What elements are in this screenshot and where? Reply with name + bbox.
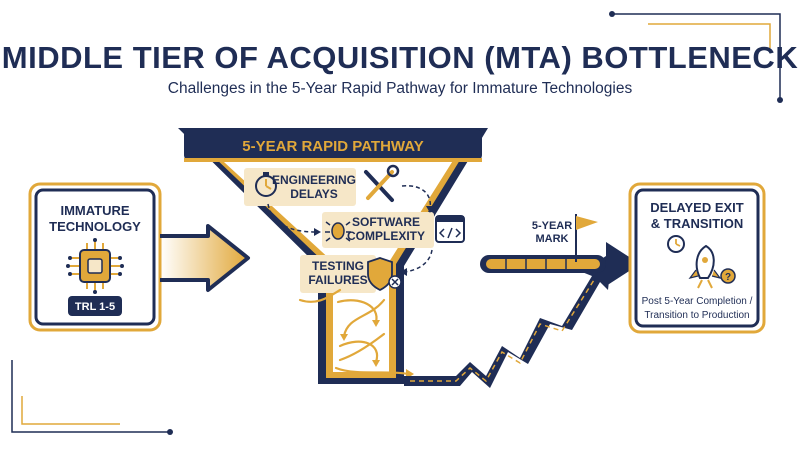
- tools-icon: [364, 164, 400, 202]
- timeline-bar: [480, 242, 640, 286]
- output-caption-line2: Transition to Production: [644, 310, 749, 321]
- clock-icon: [667, 235, 685, 253]
- challenge-engineering-delays: ENGINEERING DELAYS: [244, 164, 400, 206]
- stopwatch-icon: [255, 172, 277, 197]
- output-caption-line1: Post 5-Year Completion /: [642, 296, 753, 307]
- delayed-exit-box: DELAYED EXIT & TRANSITION ? Post 5-Year …: [628, 182, 766, 334]
- corner-decoration-top-right: [609, 11, 783, 103]
- chip-icon: [66, 238, 124, 294]
- challenge-2-line1: SOFTWARE: [352, 215, 420, 229]
- challenge-1-line1: ENGINEERING: [272, 173, 356, 187]
- shield-fail-icon: [367, 257, 402, 292]
- challenge-software-complexity: SOFTWARE COMPLEXITY: [322, 212, 465, 248]
- challenge-3-line2: FAILURES: [308, 273, 367, 287]
- page-subtitle: Challenges in the 5-Year Rapid Pathway f…: [167, 80, 633, 97]
- trl-badge-label: TRL 1-5: [75, 301, 115, 313]
- input-arrow: [160, 224, 250, 292]
- code-window-icon: [435, 215, 465, 243]
- five-year-mark: 5-YEAR MARK: [532, 214, 598, 262]
- milestone-line2: MARK: [536, 233, 569, 245]
- question-icon: ?: [720, 268, 736, 284]
- input-title-line2: TECHNOLOGY: [49, 219, 141, 234]
- flag-icon: [575, 214, 598, 262]
- pathway-banner-label: 5-YEAR RAPID PATHWAY: [242, 138, 423, 155]
- output-title-line1: DELAYED EXIT: [650, 200, 743, 215]
- output-arrow: [404, 252, 612, 388]
- flow-arrows: [267, 185, 433, 273]
- output-title-line2: & TRANSITION: [651, 216, 743, 231]
- immature-technology-box: IMMATURE TECHNOLOGY TRL 1-5: [28, 182, 162, 332]
- input-title-line1: IMMATURE: [60, 203, 129, 218]
- challenge-1-line2: DELAYS: [290, 187, 338, 201]
- challenge-3-line1: TESTING: [312, 259, 364, 273]
- milestone-line1: 5-YEAR: [532, 220, 572, 232]
- svg-text:?: ?: [725, 272, 731, 283]
- trl-badge: [68, 296, 122, 316]
- corner-decoration-bottom-left: [11, 360, 173, 435]
- challenge-testing-failures: TESTING FAILURES: [300, 255, 402, 293]
- congestion-swirl: [298, 288, 410, 376]
- pathway-banner: 5-YEAR RAPID PATHWAY: [184, 129, 482, 162]
- flow-arrowheads: [314, 206, 434, 276]
- page-title: MIDDLE TIER OF ACQUISITION (MTA) BOTTLEN…: [1, 40, 799, 75]
- challenge-2-line2: COMPLEXITY: [347, 229, 425, 243]
- bug-icon: [325, 221, 351, 242]
- rocket-icon: [688, 244, 722, 289]
